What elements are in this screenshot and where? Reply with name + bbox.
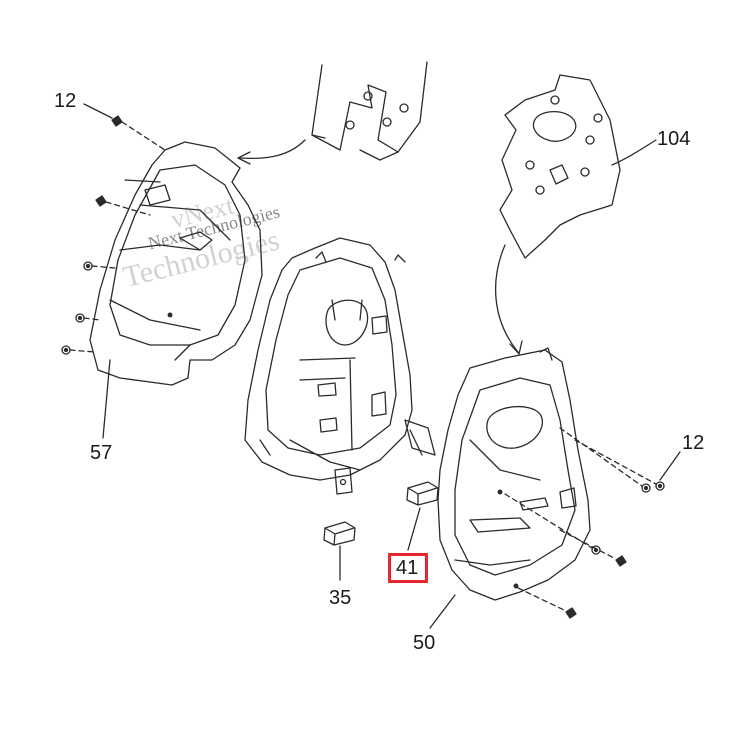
callout-12-right: 12 bbox=[682, 432, 705, 454]
clip-41 bbox=[406, 481, 439, 506]
top-gasket-section bbox=[311, 61, 428, 161]
left-cover-57 bbox=[89, 141, 263, 386]
gasket-104 bbox=[499, 74, 621, 259]
leader-50 bbox=[429, 594, 456, 629]
left-screws bbox=[61, 115, 123, 355]
right-dashed-leaders bbox=[504, 427, 657, 611]
callout-35: 35 bbox=[329, 587, 352, 609]
leader-41 bbox=[407, 507, 421, 551]
bottom-bracket bbox=[334, 419, 436, 495]
callout-41: 41 bbox=[396, 557, 419, 579]
arrow-to-left-cover bbox=[237, 139, 306, 165]
callout-12-top: 12 bbox=[54, 90, 77, 112]
callout-50: 50 bbox=[413, 632, 436, 654]
central-housing bbox=[244, 237, 413, 481]
callout-57: 57 bbox=[90, 442, 113, 464]
right-cover-50 bbox=[437, 347, 591, 601]
callout-41-highlight-box bbox=[388, 553, 428, 583]
right-screws bbox=[565, 481, 665, 619]
leader-12-right bbox=[659, 451, 681, 481]
leader-57 bbox=[102, 359, 111, 439]
leader-12-top bbox=[83, 103, 113, 119]
left-dashed-leaders bbox=[69, 121, 166, 353]
leader-104 bbox=[611, 139, 657, 166]
clip-35 bbox=[323, 521, 356, 546]
callout-104: 104 bbox=[657, 128, 691, 150]
arrow-to-right-cover bbox=[495, 244, 523, 355]
